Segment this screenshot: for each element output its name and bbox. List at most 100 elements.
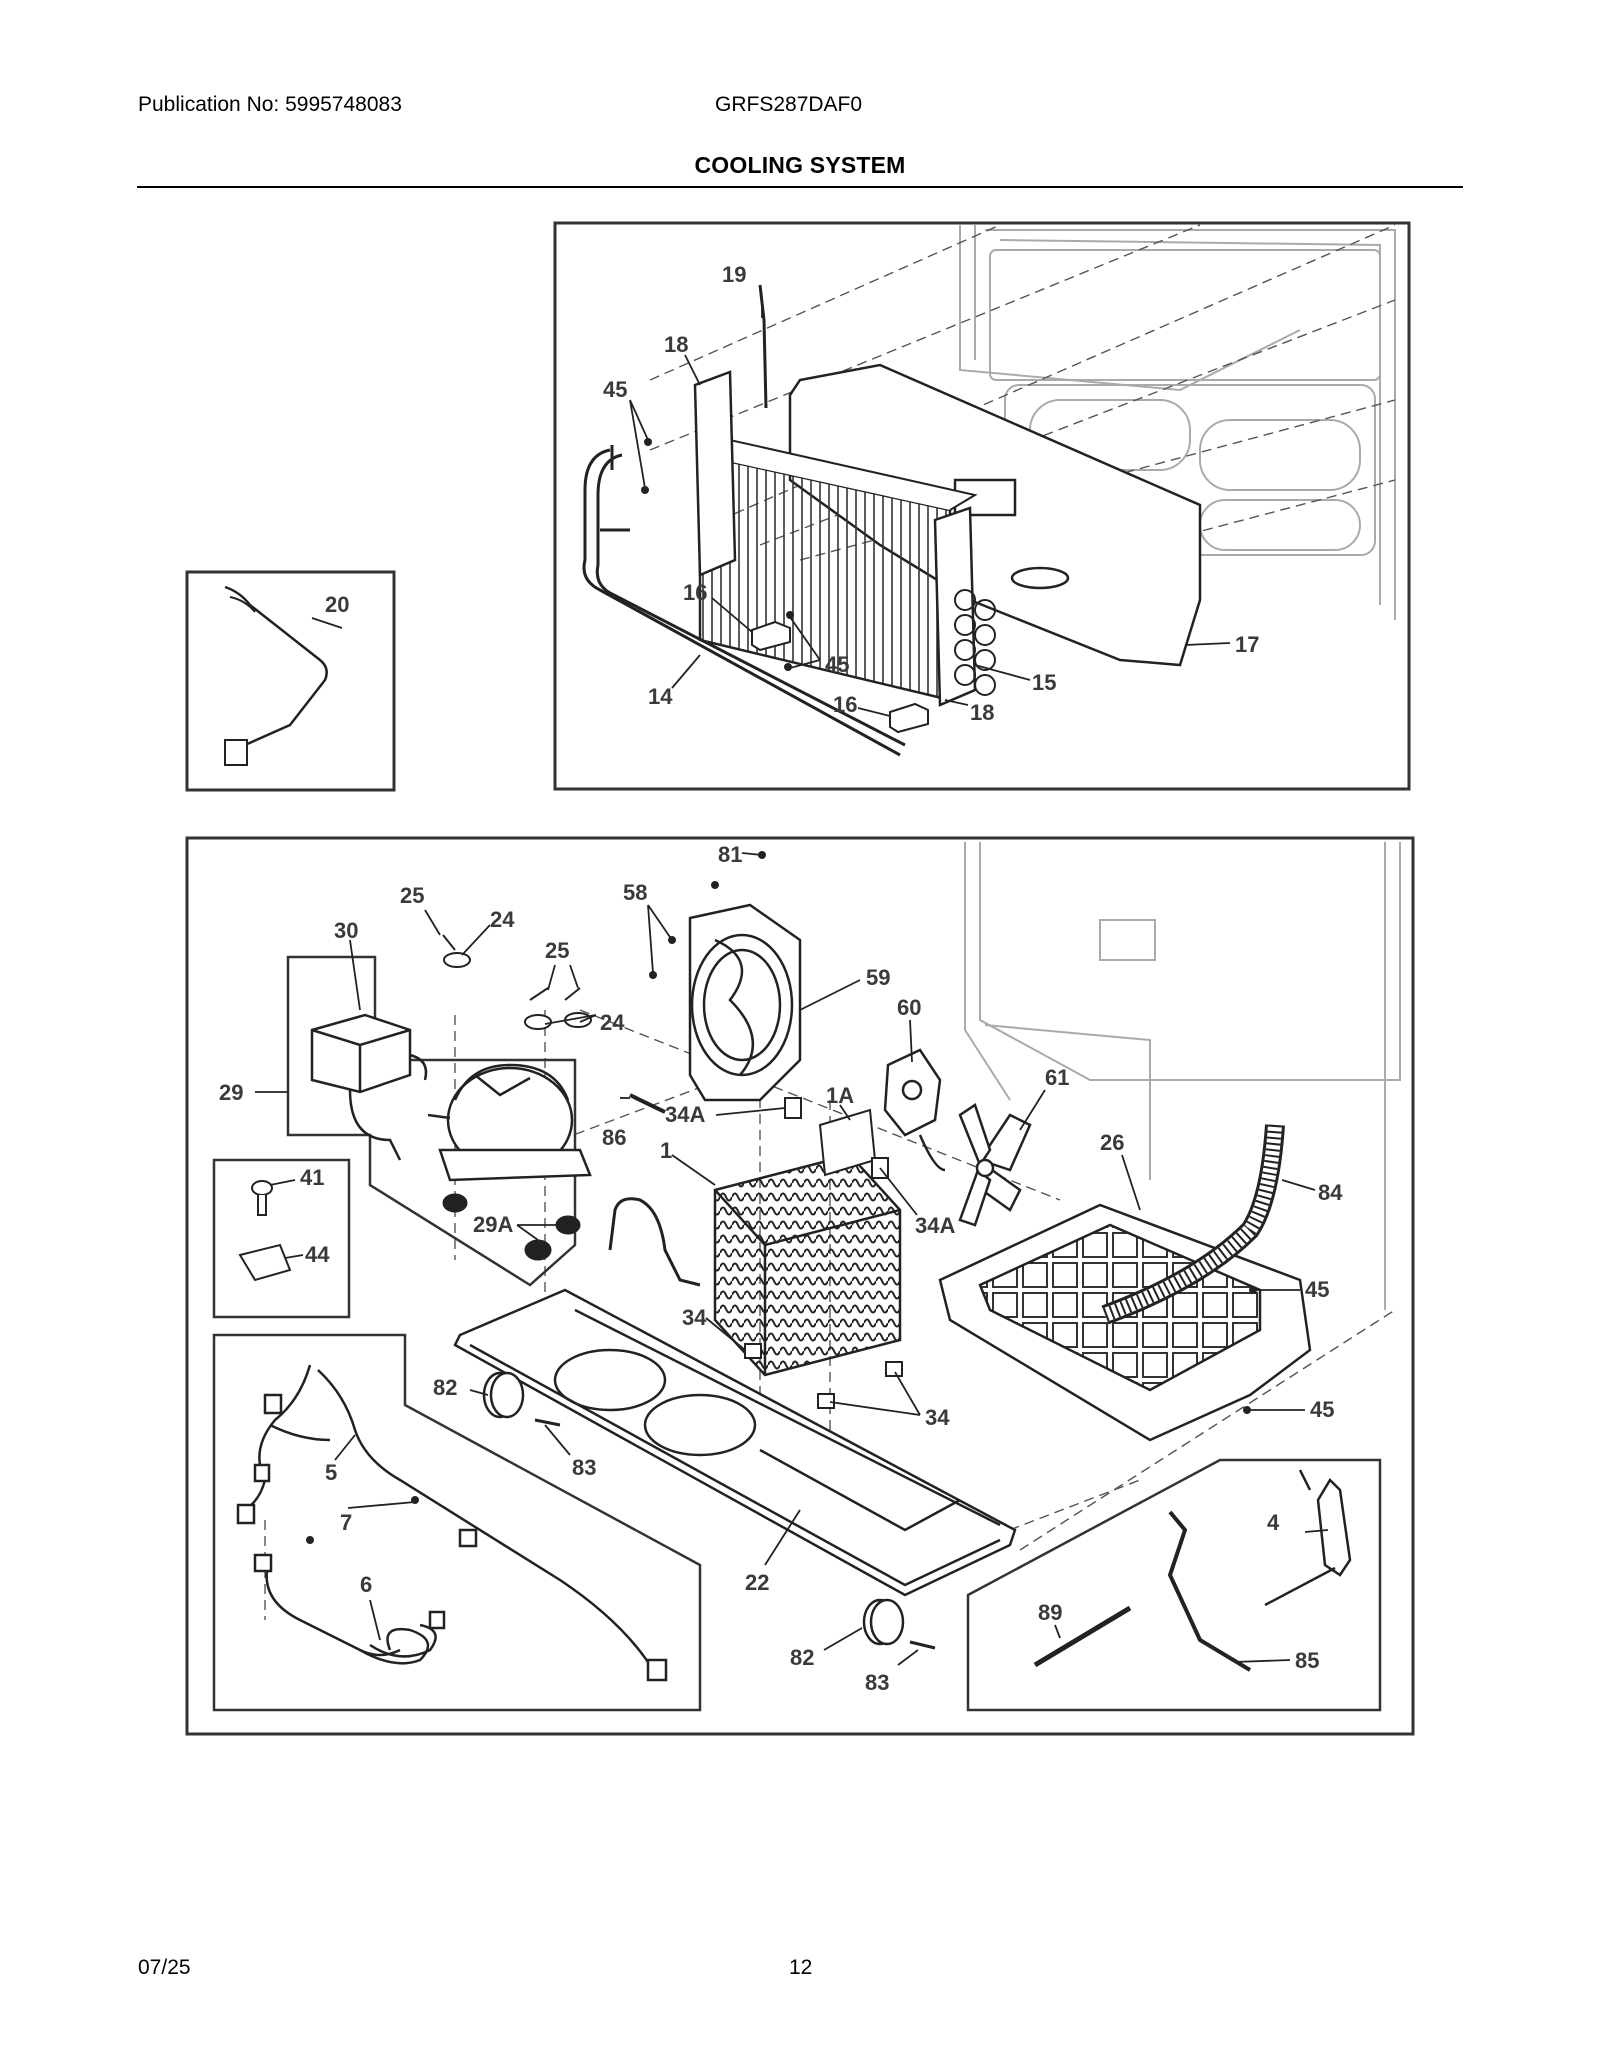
callout: 81	[718, 842, 742, 867]
page-title: COOLING SYSTEM	[694, 152, 906, 178]
callout: 29	[219, 1080, 243, 1105]
callout: 25	[400, 883, 424, 908]
page-number: 12	[789, 1956, 813, 1979]
callout: 34	[682, 1305, 707, 1330]
callout: 60	[897, 995, 921, 1020]
capillary-tube	[1167, 1510, 1252, 1672]
callout: 24	[490, 907, 515, 932]
callout: 45	[825, 652, 849, 677]
leaders-lower	[255, 852, 1329, 1666]
callout: 59	[866, 965, 890, 990]
callout: 15	[1032, 670, 1056, 695]
callout: 61	[1045, 1065, 1069, 1090]
callout: 16	[833, 692, 857, 717]
bracket-44	[238, 1243, 292, 1282]
callout: 24	[600, 1010, 625, 1035]
defrost-heater	[582, 445, 906, 757]
machine-compartment-panel: 81 58 25 24 30 25 24 59 60 29 1A 61 34A …	[185, 836, 1415, 1736]
callout: 34A	[915, 1213, 955, 1238]
evaporator-panel: 19 18 45 16 45 14 16 18 15 17	[553, 221, 1411, 791]
drain-tube-small	[629, 1093, 666, 1114]
callout: 7	[340, 1510, 352, 1535]
evaporator-bracket-right	[933, 506, 977, 707]
callout: 1A	[826, 1083, 854, 1108]
callout: 41	[300, 1165, 324, 1190]
inset-panel-20: 20	[185, 570, 396, 792]
callout: 19	[722, 262, 746, 287]
drain-hose	[1101, 1124, 1285, 1325]
callout: 83	[572, 1455, 596, 1480]
drain-pan	[938, 1203, 1312, 1442]
callout: 45	[603, 377, 627, 402]
condenser-fan-motor	[883, 1048, 946, 1172]
condenser	[713, 1153, 902, 1377]
callout: 20	[325, 592, 349, 617]
screws-45	[641, 438, 794, 671]
suction-tube	[608, 1197, 701, 1287]
callout: 18	[970, 700, 994, 725]
callout: 4	[1267, 1510, 1280, 1535]
callout: 29A	[473, 1212, 513, 1237]
evaporator-clip-2	[889, 702, 929, 734]
callout: 86	[602, 1125, 626, 1150]
cabinet-outline-lower	[964, 842, 1401, 1310]
thermistor-wire	[224, 585, 328, 747]
screws-45-lower	[1243, 1286, 1257, 1414]
callout: 83	[865, 1670, 889, 1695]
callout: 84	[1318, 1180, 1343, 1205]
inset-41-44	[212, 1158, 351, 1319]
callout: 25	[545, 938, 569, 963]
callout: 58	[623, 880, 647, 905]
callout: 89	[1038, 1600, 1062, 1625]
callout: 18	[664, 332, 688, 357]
fan-blade	[958, 1103, 1032, 1227]
callout: 14	[648, 684, 673, 709]
callout: 45	[1305, 1277, 1329, 1302]
screw-41	[251, 1180, 273, 1216]
wheels	[482, 1371, 905, 1646]
callout: 82	[433, 1375, 457, 1400]
callout: 22	[745, 1570, 769, 1595]
callout: 85	[1295, 1648, 1319, 1673]
tubing-inset-outline	[966, 1458, 1382, 1712]
coil-bends	[954, 589, 996, 696]
callout: 16	[683, 580, 707, 605]
condenser-bracket	[818, 1108, 877, 1177]
callout: 34	[925, 1405, 950, 1430]
footer-date: 07/25	[138, 1956, 191, 1979]
tube-89	[1033, 1605, 1132, 1668]
filter-drier	[1264, 1469, 1352, 1607]
compressor-group-outline	[286, 955, 577, 1287]
callout: 44	[305, 1242, 330, 1267]
evaporator-bracket-left	[693, 370, 737, 577]
callout: 6	[360, 1572, 372, 1597]
grommets	[442, 1193, 581, 1261]
thermistor-connector	[224, 739, 248, 766]
publication-number: Publication No: 5995748083	[138, 93, 402, 116]
callout: 34A	[665, 1102, 705, 1127]
condenser-clips	[744, 1097, 903, 1409]
callout: 30	[334, 918, 358, 943]
wire-harness	[236, 1364, 668, 1682]
defrost-sensor	[758, 284, 768, 409]
machine-base	[453, 1288, 1017, 1597]
leaders-top	[629, 303, 1231, 717]
callout: 1	[660, 1138, 672, 1163]
power-cord	[253, 1553, 446, 1665]
evaporator-clip-1	[751, 620, 791, 652]
fan-shroud	[688, 903, 802, 1102]
title-rule	[137, 186, 1463, 188]
screws-83	[534, 1418, 936, 1650]
main-panel-callouts: 81 58 25 24 30 25 24 59 60 29 1A 61 34A …	[219, 842, 1343, 1695]
model-number: GRFS287DAF0	[715, 93, 863, 116]
start-relay	[310, 1013, 428, 1161]
callout: 82	[790, 1645, 814, 1670]
harness-inset-outline	[212, 1333, 702, 1712]
top-panel-callouts: 19 18 45 16 45 14 16 18 15 17	[603, 262, 1259, 725]
callout: 17	[1235, 632, 1259, 657]
compressor	[427, 1063, 592, 1182]
callout: 26	[1100, 1130, 1124, 1155]
callout: 45	[1310, 1397, 1334, 1422]
callout: 5	[325, 1460, 337, 1485]
